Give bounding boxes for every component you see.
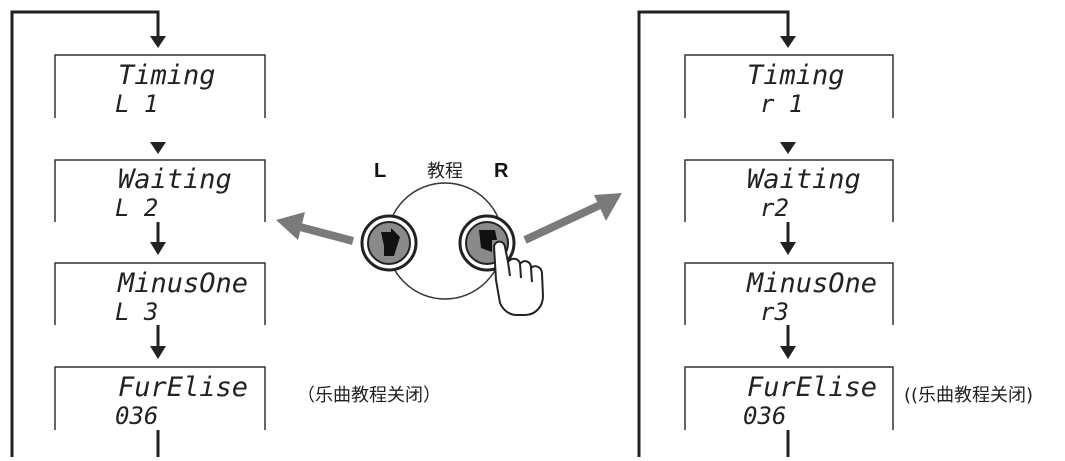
left-cycle-loop <box>10 10 160 457</box>
right-cycle-loop <box>637 10 790 457</box>
right-arrowhead-3 <box>780 346 796 359</box>
right-arrowhead-top <box>780 36 796 48</box>
right-arrowhead-1 <box>780 142 796 154</box>
right-display-1-line2: r 1 <box>760 90 803 118</box>
left-display-song: FurElise 036 <box>54 366 266 430</box>
right-display-waiting: Waiting r2 <box>684 159 894 222</box>
left-arrowhead-1 <box>150 142 166 154</box>
left-display-1-line2: L 1 <box>115 90 158 118</box>
pointing-finger-icon <box>493 240 544 316</box>
left-display-minusone: MinusOne L 3 <box>54 262 266 326</box>
arrow-right-icon <box>479 230 497 252</box>
panel-lesson-label: 教程 <box>427 161 463 182</box>
right-display-song: FurElise 036 <box>684 366 894 430</box>
right-display-timing: Timing r 1 <box>684 54 894 118</box>
right-direction-arrow <box>523 193 622 244</box>
right-song-lesson-off-note: ((乐曲教程关闭) <box>904 385 1033 406</box>
left-arrowhead-2 <box>150 242 166 255</box>
left-display-3-line2: L 3 <box>115 298 158 326</box>
right-display-3-line2: r3 <box>760 298 789 326</box>
panel-left-letter: L <box>374 160 386 182</box>
right-display-4-line1: FurElise <box>747 372 877 403</box>
right-display-1-line1: Timing <box>747 60 845 91</box>
left-song-lesson-off-note: （乐曲教程关闭） <box>297 385 441 406</box>
left-direction-arrow <box>276 212 355 245</box>
left-display-4-line1: FurElise <box>118 372 248 403</box>
left-arrowhead-top <box>150 36 166 48</box>
panel-right-letter: R <box>494 160 509 182</box>
right-display-4-line2: 036 <box>743 402 786 430</box>
left-display-timing: Timing L 1 <box>54 54 266 118</box>
left-display-4-line2: 036 <box>115 402 158 430</box>
lesson-left-button[interactable] <box>360 214 418 272</box>
right-display-2-line2: r2 <box>760 194 789 222</box>
left-arrowhead-3 <box>150 346 166 359</box>
left-display-waiting: Waiting L 2 <box>54 159 266 222</box>
left-display-3-line1: MinusOne <box>117 268 248 299</box>
left-display-2-line1: Waiting <box>118 164 232 195</box>
right-arrowhead-2 <box>780 242 796 255</box>
right-display-3-line1: MinusOne <box>746 268 877 299</box>
lesson-button-panel: L 教程 R <box>360 160 544 316</box>
arrow-left-icon <box>381 228 400 256</box>
right-display-2-line1: Waiting <box>747 164 861 195</box>
left-display-2-line2: L 2 <box>115 194 158 222</box>
left-display-1-line1: Timing <box>118 60 216 91</box>
right-display-minusone: MinusOne r3 <box>684 262 894 326</box>
